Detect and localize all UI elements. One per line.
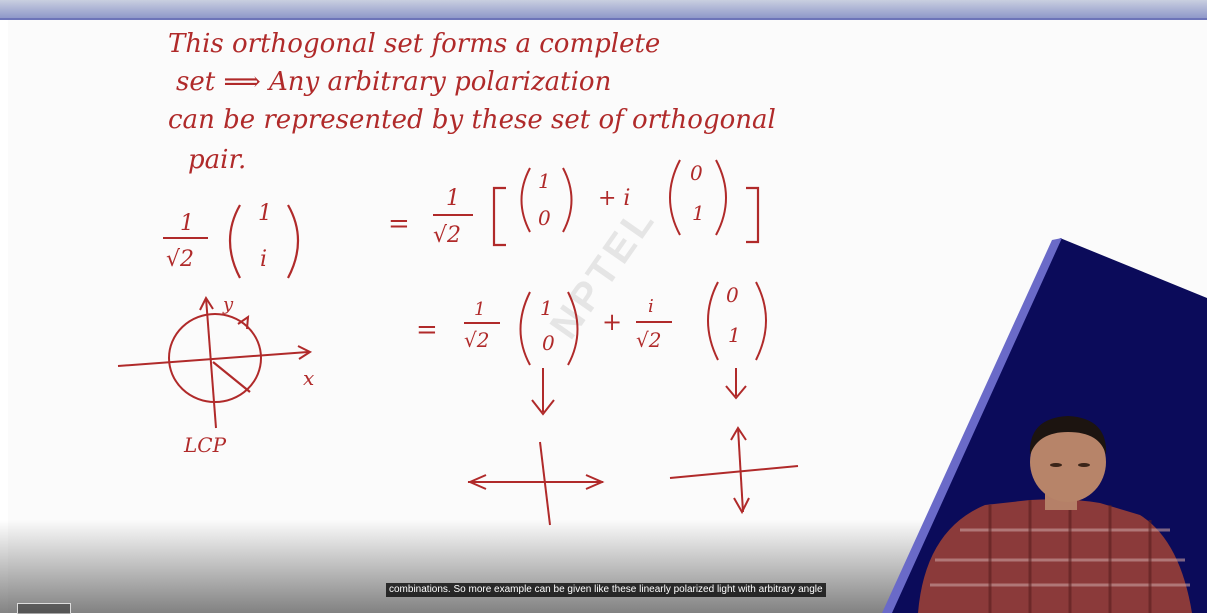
speaker-figure (918, 416, 1192, 613)
handwriting-layer: This orthogonal set forms a complete set… (117, 29, 799, 526)
eq2-c1-num: 1 (474, 299, 485, 320)
double-arrow-icon (730, 426, 750, 515)
y-axis-label: y (222, 294, 234, 315)
paren-left (519, 291, 531, 366)
eq1-rhs-den: √2 (433, 223, 461, 248)
eq2-plus: + (602, 308, 622, 336)
horizontal-axis (669, 465, 799, 479)
eq2-c2-num: i (648, 296, 654, 317)
y-axis (205, 297, 217, 429)
x-arrow-icon (297, 345, 313, 360)
lcp-label: LCP (183, 433, 227, 457)
eq2-v1-top: 1 (540, 296, 553, 320)
equals-2: = (416, 315, 438, 345)
paren-right (755, 281, 767, 361)
eq1-vec-top: 1 (258, 201, 272, 226)
bracket-left (492, 186, 506, 247)
eq1-v2-top: 0 (690, 161, 703, 185)
whiteboard: NPTEL This orthogonal set forms a comple… (8, 20, 1207, 613)
eq1-rhs-num: 1 (446, 186, 460, 211)
player-control[interactable] (17, 603, 71, 614)
paren-right (562, 167, 573, 233)
eq1-v2-bot: 1 (692, 201, 705, 225)
caption-subtitle: combinations. So more example can be giv… (386, 583, 826, 597)
vertical-axis (737, 427, 744, 513)
text-line-4: pair. (188, 145, 246, 175)
x-axis (117, 351, 309, 367)
paren-right (287, 204, 299, 279)
text-line-2: set ⟹ Any arbitrary polarization (176, 67, 611, 97)
paren-left (229, 204, 241, 279)
polarization-circle (168, 313, 262, 403)
eq2-v1-bot: 0 (542, 331, 555, 355)
eq1-v1-bot: 0 (538, 206, 551, 230)
paren-left (707, 281, 719, 361)
field-vector (212, 361, 251, 393)
rotation-arrow-icon (237, 314, 250, 330)
plus-i: + i (598, 186, 630, 211)
text-line-3: can be represented by these set of ortho… (168, 105, 776, 135)
eq2-v2-bot: 1 (728, 323, 741, 347)
eq1-lhs-num: 1 (180, 211, 194, 236)
eq1-lhs-den: √2 (166, 247, 194, 272)
eq2-v2-top: 0 (726, 283, 739, 307)
vertical-axis (539, 441, 551, 526)
double-arrow-icon (467, 474, 605, 490)
top-bar (0, 0, 1207, 20)
eq1-v1-top: 1 (538, 169, 551, 193)
paren-right (567, 291, 579, 366)
y-arrow-icon (199, 295, 214, 311)
text-line-1: This orthogonal set forms a complete (168, 29, 660, 59)
eq1-vec-bot: i (260, 247, 267, 272)
x-axis-label: x (303, 366, 314, 390)
equals-1: = (388, 209, 410, 239)
paren-right (715, 159, 727, 236)
panel-edge (882, 238, 1062, 613)
down-arrow-icon (531, 368, 555, 416)
down-arrow-icon (725, 368, 747, 400)
paren-left (520, 167, 531, 233)
eq2-c2-den: √2 (636, 328, 661, 352)
eq2-c1-den: √2 (464, 328, 489, 352)
paren-left (669, 159, 681, 236)
bracket-right (746, 186, 760, 244)
